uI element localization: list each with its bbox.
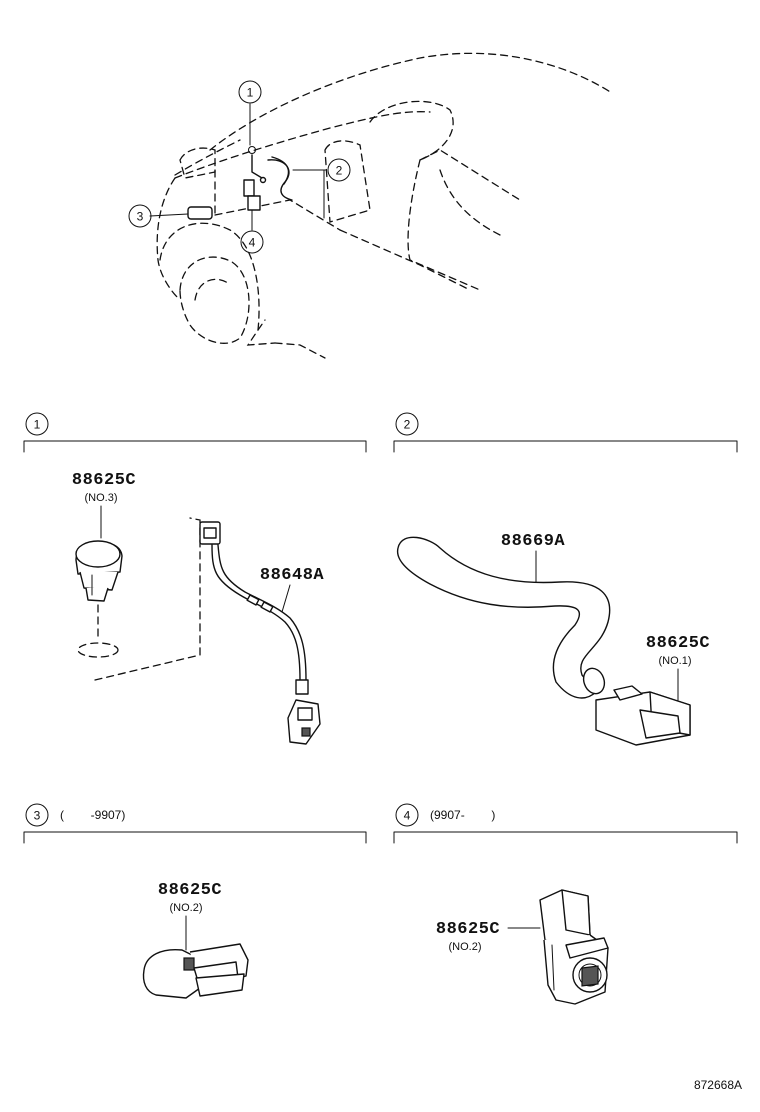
figure-code: 872668A <box>694 1078 742 1092</box>
part-number-88625c-no2-b: 88625C <box>436 920 500 939</box>
part-number-88669a: 88669A <box>501 532 566 551</box>
section-number: 3 <box>34 809 41 823</box>
wire-harness-88648a-illustration <box>199 521 321 745</box>
section-1-parts: 88625C (NO.3) 88648A <box>72 471 325 745</box>
callout-circle <box>327 158 351 182</box>
section-2-parts: 88669A 88625C (NO.1) <box>396 532 710 746</box>
section-serial-range: (9907- ) <box>430 808 495 822</box>
callout-1: 1 <box>238 80 262 104</box>
part-variant-no2-a: (NO.2) <box>170 902 203 914</box>
ambient-sensor-no1-illustration <box>595 685 691 746</box>
part-variant-no1: (NO.1) <box>659 655 692 667</box>
callout-circle <box>128 204 152 228</box>
part-number-88625c-no1: 88625C <box>646 634 710 653</box>
room-temp-sensor-no3-illustration <box>75 540 123 658</box>
section-number: 1 <box>34 418 41 432</box>
section-4-parts: 88625C (NO.2) <box>436 889 609 1005</box>
section-serial-range: ( -9907) <box>60 808 125 822</box>
section-3-parts: 88625C (NO.2) <box>142 881 249 999</box>
section-1-header: 1 <box>23 412 367 453</box>
part-variant-no3: (NO.3) <box>85 492 118 504</box>
part-number-88625c-no3: 88625C <box>72 471 136 490</box>
callout-3: 3 <box>128 204 152 228</box>
section-2-header: 2 <box>393 412 738 453</box>
callout-number: 1 <box>247 86 254 100</box>
callout-2: 2 <box>327 158 351 182</box>
callout-number: 2 <box>336 164 343 178</box>
vehicle-overview-illustration <box>149 52 613 359</box>
callout-circle <box>238 80 262 104</box>
part-number-88648a: 88648A <box>260 566 325 585</box>
solar-sensor-no2-early-illustration <box>142 943 249 999</box>
callout-number: 4 <box>249 236 256 250</box>
section-3-header: 3 ( -9907) <box>23 803 367 844</box>
part-number-88625c-no2-a: 88625C <box>158 881 222 900</box>
solar-sensor-no2-late-illustration <box>539 889 609 1005</box>
aspirator-hose-88669a-illustration <box>396 536 611 699</box>
callout-circle <box>240 230 264 254</box>
section-number: 4 <box>404 809 411 823</box>
callout-number: 3 <box>137 210 144 224</box>
callout-4: 4 <box>240 230 264 254</box>
section-number: 2 <box>404 418 411 432</box>
section-4-header: 4 (9907- ) <box>393 803 738 844</box>
part-variant-no2-b: (NO.2) <box>449 941 482 953</box>
